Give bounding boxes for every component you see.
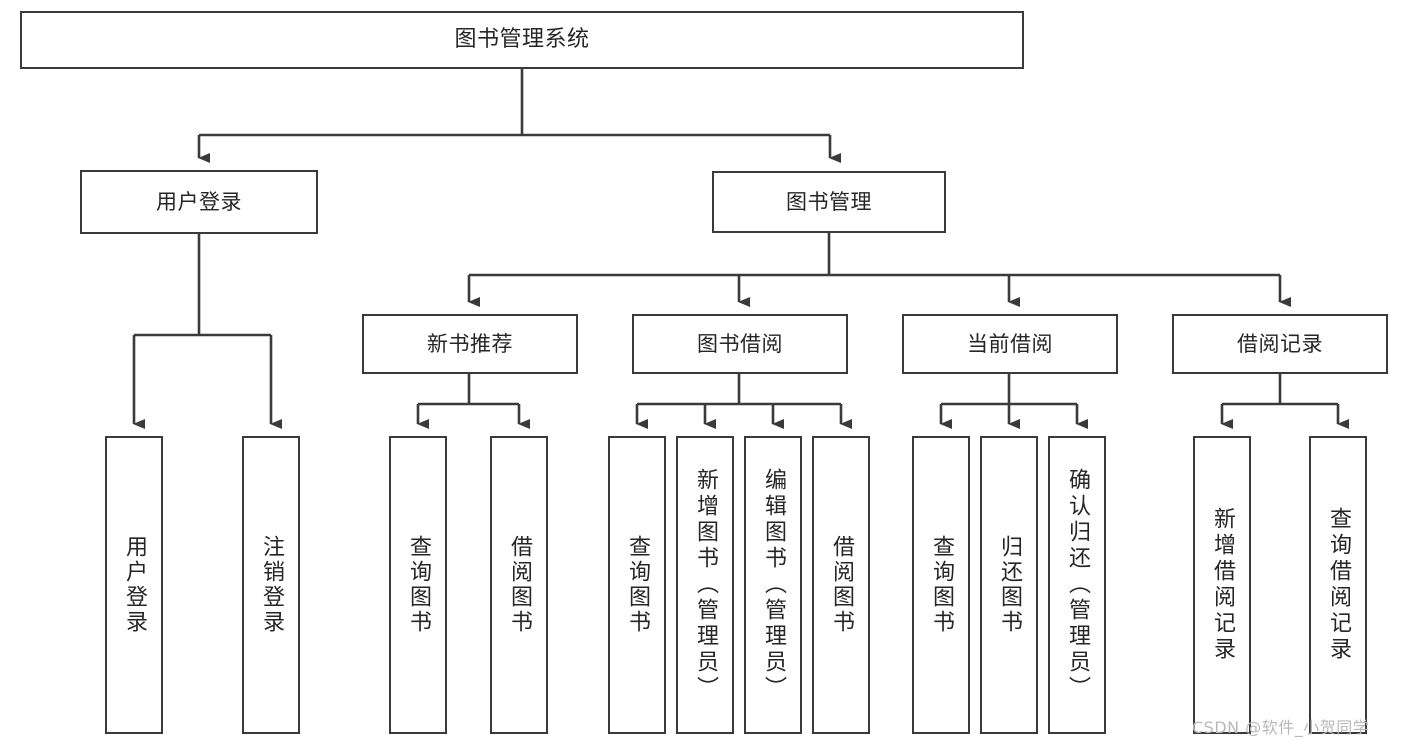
node-root-system[interactable]: 图书管理系统 (20, 11, 1024, 69)
node-label: 编辑图书（管理员） (761, 468, 786, 702)
leaf-query-books-recommend[interactable]: 查询图书 (389, 436, 447, 734)
csdn-watermark: CSDN @软件_小贺同学 (1192, 718, 1370, 737)
leaf-query-books-current[interactable]: 查询图书 (912, 436, 970, 734)
leaf-add-book-admin[interactable]: 新增图书（管理员） (676, 436, 734, 734)
node-label: 注销登录 (259, 535, 284, 635)
node-label: 图书管理系统 (454, 27, 590, 53)
node-label: 图书管理 (786, 189, 872, 214)
node-book-management[interactable]: 图书管理 (712, 171, 946, 233)
node-label: 用户登录 (122, 535, 147, 635)
node-label: 确认归还（管理员） (1065, 468, 1090, 702)
node-label: 查询图书 (625, 535, 650, 635)
leaf-user-login[interactable]: 用户登录 (105, 436, 163, 734)
leaf-borrow-books-recommend[interactable]: 借阅图书 (490, 436, 548, 734)
node-label: 用户登录 (156, 189, 242, 214)
leaf-return-books[interactable]: 归还图书 (980, 436, 1038, 734)
node-user-login[interactable]: 用户登录 (80, 170, 318, 234)
node-label: 当前借阅 (967, 331, 1053, 356)
node-label: 借阅记录 (1237, 331, 1323, 356)
node-label: 借阅图书 (507, 535, 532, 635)
node-borrow-records[interactable]: 借阅记录 (1172, 314, 1388, 374)
node-label: 新书推荐 (427, 331, 513, 356)
node-label: 查询借阅记录 (1326, 507, 1351, 663)
node-label: 查询图书 (929, 535, 954, 635)
node-label: 新增图书（管理员） (693, 468, 718, 702)
leaf-borrow-books[interactable]: 借阅图书 (812, 436, 870, 734)
node-new-book-recommend[interactable]: 新书推荐 (362, 314, 578, 374)
node-label: 借阅图书 (829, 535, 854, 635)
leaf-query-books-borrow[interactable]: 查询图书 (608, 436, 666, 734)
node-label: 新增借阅记录 (1210, 507, 1235, 663)
leaf-query-borrow-record[interactable]: 查询借阅记录 (1309, 436, 1367, 734)
leaf-confirm-return-admin[interactable]: 确认归还（管理员） (1048, 436, 1106, 734)
node-current-borrow[interactable]: 当前借阅 (902, 314, 1118, 374)
node-label: 图书借阅 (697, 331, 783, 356)
node-book-borrow[interactable]: 图书借阅 (632, 314, 848, 374)
leaf-user-logout[interactable]: 注销登录 (242, 436, 300, 734)
leaf-edit-book-admin[interactable]: 编辑图书（管理员） (744, 436, 802, 734)
node-label: 查询图书 (406, 535, 431, 635)
leaf-add-borrow-record[interactable]: 新增借阅记录 (1193, 436, 1251, 734)
node-label: 归还图书 (997, 535, 1022, 635)
